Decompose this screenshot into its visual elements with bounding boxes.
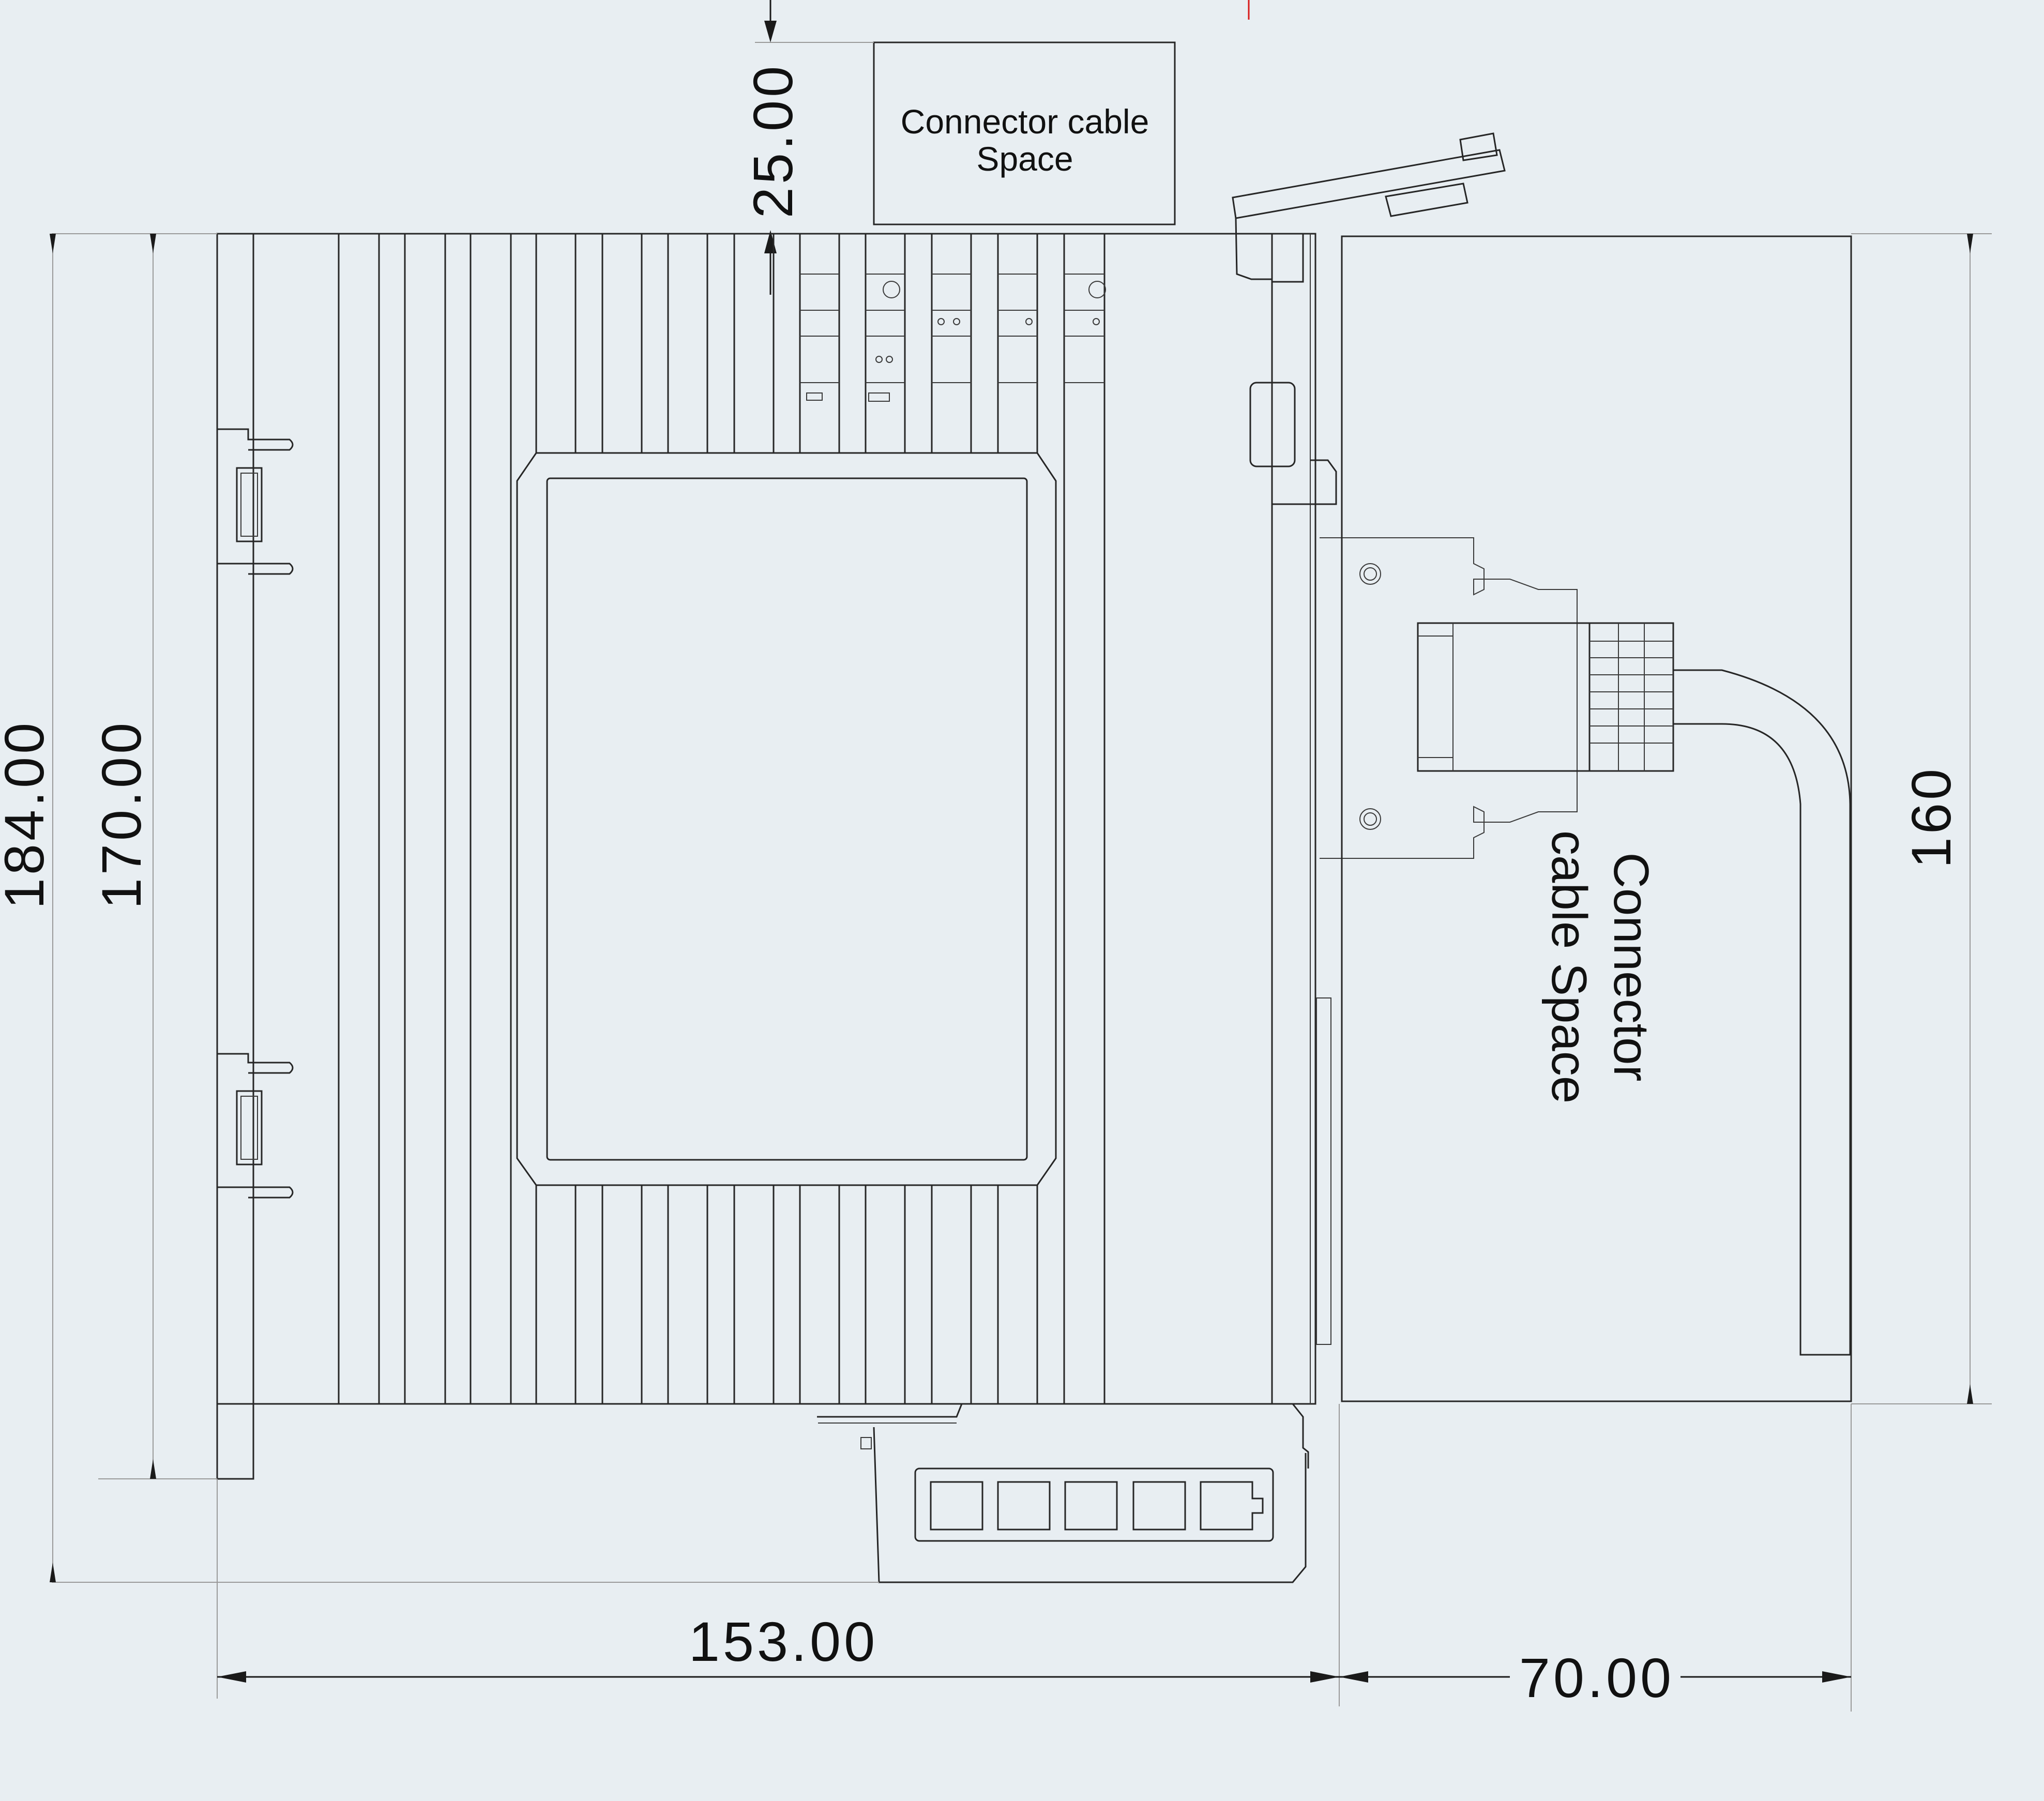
terminal-detail <box>800 274 1106 402</box>
dim-label-160: 160 <box>1900 766 1962 868</box>
dimension-total-height: 184.00 <box>0 233 879 1583</box>
center-panel <box>546 477 1028 1161</box>
dim-label-70: 70.00 <box>1519 1646 1674 1709</box>
center-panel-frame <box>516 452 1057 1186</box>
side-connector-space-box <box>1341 235 1852 1402</box>
dimension-body-height: 170.00 <box>90 234 217 1479</box>
mounting-tab-lower <box>217 1053 294 1199</box>
heatsink-fins-full <box>338 233 1106 1405</box>
heatsink-fins-lower <box>535 1184 1038 1405</box>
top-space-label-line2: Space <box>976 140 1073 178</box>
top-latch <box>1232 132 1506 505</box>
dim-label-170: 170.00 <box>90 720 153 909</box>
top-space-label-line1: Connector cable <box>901 102 1149 141</box>
dimension-side-clearance: 70.00 <box>1339 1404 1852 1712</box>
servo-drive-body <box>216 132 1851 1583</box>
dim-label-25: 25.00 <box>741 63 804 218</box>
mounting-plate <box>216 233 254 1480</box>
mounting-tab-upper <box>217 428 294 575</box>
housing-outline <box>216 233 1316 1405</box>
side-connector-space: Connector cable Space <box>1341 235 1852 1402</box>
side-space-label-line1: Connector <box>1603 853 1659 1082</box>
top-connector-space: Connector cable Space <box>873 41 1176 225</box>
side-space-label-line2: cable Space <box>1541 830 1597 1103</box>
dimension-body-width: 153.00 <box>217 1404 1340 1706</box>
arrow-down <box>764 21 777 42</box>
side-slot <box>1316 997 1331 1345</box>
side-connector <box>1320 537 1851 1356</box>
cable <box>1673 669 1851 1356</box>
dimension-cable-space-height: 160 <box>1851 233 1992 1404</box>
dim-label-153: 153.00 <box>689 1610 878 1673</box>
heatsink-fins-upper <box>535 233 1106 454</box>
dimension-top-clearance: 25.00 <box>741 0 874 295</box>
dim-label-184: 184.00 <box>0 720 55 909</box>
bottom-connector <box>817 1403 1309 1583</box>
top-connector-space-box <box>873 41 1176 225</box>
